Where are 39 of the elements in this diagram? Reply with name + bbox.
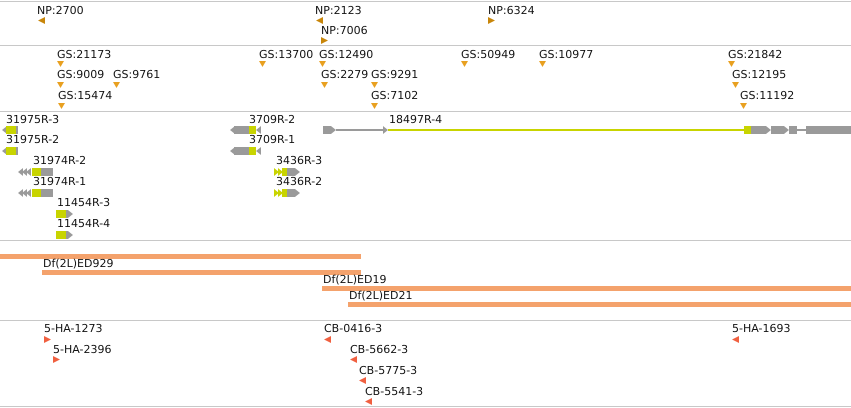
feature-label: 5-HA-2396	[53, 343, 112, 356]
feature-label: GS:7102	[371, 89, 418, 102]
feature-label: NP:2123	[315, 4, 362, 17]
feature-label: Df(2L)ED929	[43, 257, 114, 270]
feature-label: GS:13700	[259, 48, 314, 61]
feature-label: 11454R-4	[57, 217, 110, 230]
feature-label: 5-HA-1273	[44, 322, 102, 335]
feature-label: 3709R-1	[249, 133, 296, 146]
feature-label: 31974R-1	[33, 175, 86, 188]
feature-label: CB-0416-3	[324, 322, 382, 335]
feature-label: GS:21842	[728, 48, 782, 61]
feature-label: Df(2L)ED19	[323, 273, 388, 286]
feature-label: 5-HA-1693	[732, 322, 790, 335]
feature-label: GS:2279	[321, 68, 368, 81]
feature-label: Df(2L)ED21	[349, 289, 414, 302]
feature-label: 11454R-3	[57, 196, 110, 209]
feature-label: 31975R-3	[6, 113, 60, 126]
feature-label: 18497R-4	[389, 113, 444, 126]
feature-label: CB-5775-3	[359, 364, 418, 377]
feature-label: GS:11192	[740, 89, 794, 102]
feature-label: CB-5541-3	[365, 385, 424, 398]
feature-label: 3436R-3	[276, 154, 322, 167]
feature-label: GS:15474	[58, 89, 112, 102]
feature-label: GS:9761	[113, 68, 160, 81]
feature-label: GS:50949	[461, 48, 516, 61]
feature-label: NP:7006	[321, 24, 368, 37]
feature-label: NP:2700	[37, 4, 84, 17]
feature-label: GS:12195	[732, 68, 786, 81]
feature-label: 3436R-2	[276, 175, 322, 188]
feature-label: GS:9291	[371, 68, 418, 81]
feature-label: CB-5662-3	[350, 343, 408, 356]
feature-label: 3709R-2	[249, 113, 296, 126]
feature-label: 31974R-2	[33, 154, 86, 167]
feature-label: 31975R-2	[6, 133, 60, 146]
feature-label: GS:21173	[57, 48, 112, 61]
feature-label: GS:9009	[57, 68, 104, 81]
feature-label: GS:12490	[319, 48, 374, 61]
feature-label: GS:10977	[539, 48, 594, 61]
feature-label: NP:6324	[488, 4, 535, 17]
